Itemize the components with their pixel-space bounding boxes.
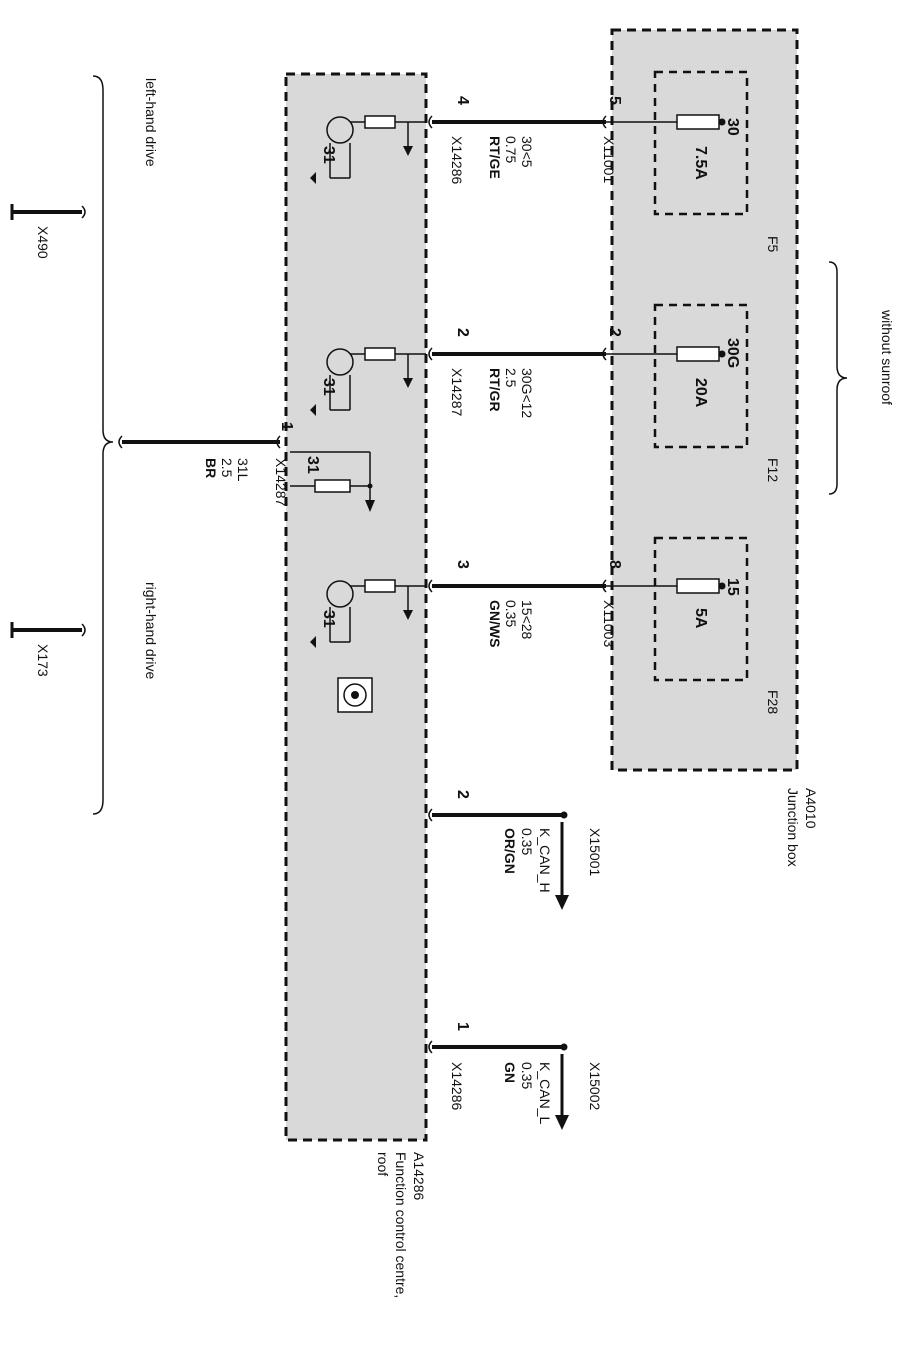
fuse-box-f28 [653, 536, 749, 682]
wire1-signal: 30<5 [519, 136, 535, 168]
fuse-symbol-f28 [606, 578, 726, 594]
lhd-label: left-hand drive [143, 78, 159, 167]
control-unit-name-2: roof [375, 1152, 391, 1176]
brace-lhd [92, 75, 114, 815]
internal-ground-2: 31 [320, 378, 337, 396]
ground-connector-x173 [10, 622, 86, 638]
ground-color: BR [203, 458, 219, 478]
wire3-jb-pin: 8 [606, 560, 623, 569]
fuse-f12-id: F12 [765, 458, 781, 482]
wire1-jb-pin: 5 [606, 96, 623, 105]
wire3-signal: 15<28 [519, 600, 535, 640]
wire2-size: 2.5 [503, 368, 519, 388]
fuse-box-f12 [653, 303, 749, 449]
wire3-cu-pin: 3 [454, 560, 471, 569]
fuse-box-f5 [653, 70, 749, 216]
without-sunroof-note: without sunroof [879, 309, 895, 405]
ground-pin: 1 [278, 422, 295, 431]
control-unit-id: A14286 [411, 1152, 427, 1200]
can-h-size: 0.35 [519, 828, 535, 855]
lhd-connector: X490 [35, 226, 51, 259]
wire3-color: GN/WS [487, 600, 503, 647]
fuse-f5-rating: 7.5A [692, 146, 709, 180]
wire1-size: 0.75 [503, 136, 519, 163]
control-unit [284, 72, 428, 1142]
ground-resistor-circuit [290, 451, 375, 512]
fuse-symbol-f5 [606, 114, 726, 130]
can-l-cu-connector: X14286 [449, 1062, 465, 1110]
can-l-color: GN [502, 1062, 518, 1083]
transistor-circuit-2 [310, 347, 426, 416]
fuse-f28-terminal: 15 [724, 578, 741, 596]
wire2-cu-pin: 2 [454, 328, 471, 337]
control-unit-name: Function control centre, [393, 1152, 409, 1298]
can-h-color: OR/GN [502, 828, 518, 874]
wire1-color: RT/GE [487, 136, 503, 179]
junction-box [610, 28, 799, 772]
wire1-cu-pin: 4 [454, 96, 471, 105]
fuse-symbol-f12 [606, 346, 726, 362]
internal-ground-1: 31 [320, 146, 337, 164]
transistor-circuit-1 [310, 115, 426, 184]
rhd-connector: X173 [35, 644, 51, 677]
can-h-connector: X15001 [587, 828, 603, 876]
transistor-circuit-3 [310, 579, 426, 648]
rhd-label: right-hand drive [143, 582, 159, 679]
internal-ground-3: 31 [320, 610, 337, 628]
junction-box-name: Junction box [785, 788, 801, 867]
can-l-cu-pin: 1 [454, 1022, 471, 1031]
wire2-jb-pin: 2 [606, 328, 623, 337]
ground-size: 2.5 [219, 458, 235, 478]
fuse-f28-id: F28 [765, 690, 781, 714]
wire-k-can-l [428, 1040, 569, 1130]
wire-15-28 [428, 579, 607, 593]
wire3-size: 0.35 [503, 600, 519, 627]
wire-k-can-h [428, 808, 569, 910]
wire3-jb-connector: X11003 [601, 600, 617, 647]
can-l-signal: K_CAN_L [537, 1062, 553, 1124]
wire-ground-31l [118, 435, 281, 449]
brace-sunroof [828, 261, 848, 495]
wire-30g-12 [428, 347, 607, 361]
fuse-f12-terminal: 30G [724, 338, 741, 368]
ground-signal: 31L [235, 458, 251, 482]
can-l-size: 0.35 [519, 1062, 535, 1089]
wire2-signal: 30G<12 [519, 368, 535, 418]
wire2-cu-connector: X14287 [449, 368, 465, 416]
bus-icon [337, 677, 373, 713]
ground-connector: X14287 [273, 458, 289, 506]
ground-internal-31: 31 [304, 456, 321, 474]
junction-box-id: A4010 [803, 788, 819, 829]
fuse-f5-terminal: 30 [724, 118, 741, 136]
wire1-cu-connector: X14286 [449, 136, 465, 184]
fuse-f12-rating: 20A [692, 378, 709, 408]
wire1-jb-connector: X11001 [601, 136, 617, 183]
fuse-f5-id: F5 [765, 236, 781, 253]
can-h-signal: K_CAN_H [537, 828, 553, 893]
wire-30-5 [428, 115, 607, 129]
fuse-f28-rating: 5A [692, 608, 709, 629]
can-l-connector: X15002 [587, 1062, 603, 1110]
wire2-color: RT/GR [487, 368, 503, 412]
ground-connector-x490 [10, 204, 86, 220]
can-h-cu-pin: 2 [454, 790, 471, 799]
